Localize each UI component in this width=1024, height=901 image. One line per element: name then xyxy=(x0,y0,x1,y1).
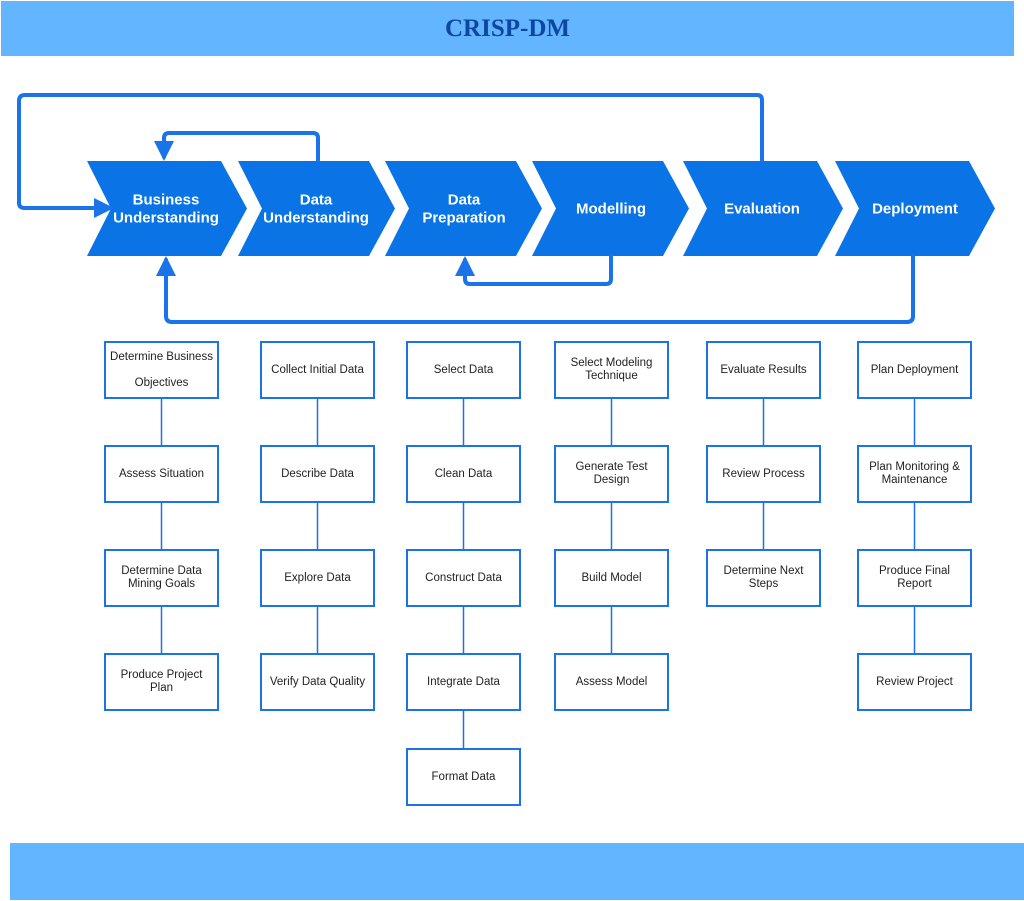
task-box-review-process: Review Process xyxy=(706,445,821,503)
task-box-generate-test-design: Generate Test Design xyxy=(554,445,669,503)
phase-label-data-understanding-1: Data xyxy=(300,192,333,209)
task-box-produce-final-report: Produce Final Report xyxy=(857,549,972,607)
phase-label-deployment-1: Deployment xyxy=(872,201,958,218)
task-box-assess-model: Assess Model xyxy=(554,653,669,711)
phase-label-business-understanding-2: Understanding xyxy=(113,210,219,227)
task-box-collect-initial-data: Collect Initial Data xyxy=(260,341,375,399)
task-box-assess-situation: Assess Situation xyxy=(104,445,219,503)
phase-label-data-preparation-2: Preparation xyxy=(422,210,505,227)
flow-arrow-deployment-to-business xyxy=(156,254,915,324)
task-box-verify-data-quality: Verify Data Quality xyxy=(260,653,375,711)
task-box-evaluate-results: Evaluate Results xyxy=(706,341,821,399)
task-box-determine-business-objectives: Determine Business Objectives xyxy=(104,341,219,399)
task-box-integrate-data: Integrate Data xyxy=(406,653,521,711)
flow-arrow-modelling-to-preparation xyxy=(455,254,613,286)
phase-chevron-data-understanding xyxy=(238,161,395,256)
task-box-determine-next-steps: Determine Next Steps xyxy=(706,549,821,607)
task-box-determine-data-mining-goals: Determine Data Mining Goals xyxy=(104,549,219,607)
task-box-construct-data: Construct Data xyxy=(406,549,521,607)
task-box-produce-project-plan: Produce Project Plan xyxy=(104,653,219,711)
task-box-plan-monitoring-and-maintenance: Plan Monitoring & Maintenance xyxy=(857,445,972,503)
phase-label-data-understanding-2: Understanding xyxy=(263,210,369,227)
task-box-select-data: Select Data xyxy=(406,341,521,399)
phase-label-business-understanding-1: Business xyxy=(133,192,200,209)
phase-chevron-business-understanding xyxy=(87,161,247,256)
task-box-build-model: Build Model xyxy=(554,549,669,607)
flow-arrow-data-understanding-to-business xyxy=(154,131,320,162)
phase-label-evaluation-1: Evaluation xyxy=(724,201,800,218)
flow-arrow-evaluation-to-business xyxy=(17,93,764,218)
phase-chevron-deployment xyxy=(835,161,995,256)
phase-chevron-evaluation xyxy=(683,161,843,256)
task-box-select-modeling-technique: Select Modeling Technique xyxy=(554,341,669,399)
footer-banner xyxy=(10,843,1024,900)
phase-chevron-data-preparation xyxy=(385,161,542,256)
phase-chevron-modelling xyxy=(532,161,689,256)
phase-label-modelling-1: Modelling xyxy=(576,201,646,218)
task-box-clean-data: Clean Data xyxy=(406,445,521,503)
task-box-review-project: Review Project xyxy=(857,653,972,711)
task-box-explore-data: Explore Data xyxy=(260,549,375,607)
phase-label-data-preparation-1: Data xyxy=(448,192,481,209)
task-box-format-data: Format Data xyxy=(406,748,521,806)
task-box-describe-data: Describe Data xyxy=(260,445,375,503)
page-title: CRISP-DM xyxy=(445,14,570,42)
task-box-plan-deployment: Plan Deployment xyxy=(857,341,972,399)
title-banner: CRISP-DM xyxy=(1,1,1014,56)
